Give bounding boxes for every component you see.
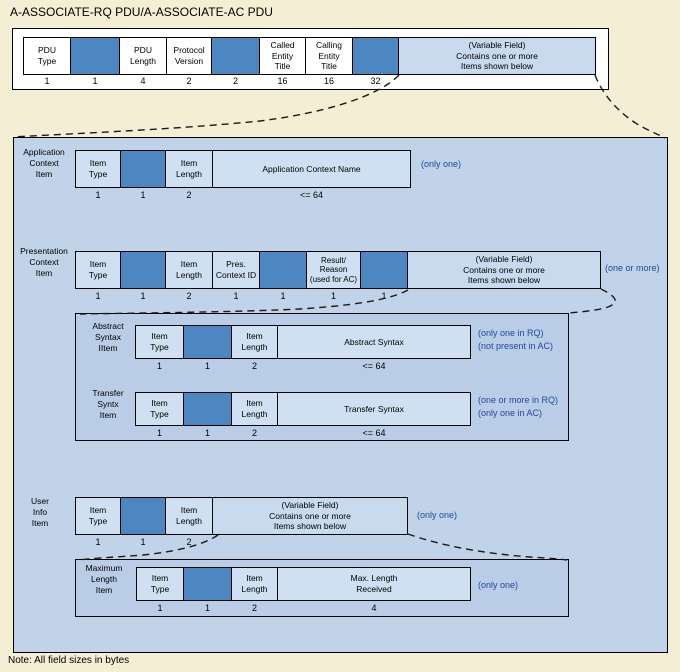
field-size-label: 2 bbox=[251, 428, 257, 438]
presentation-context-item-label: Presentation Context Item bbox=[20, 246, 68, 279]
max-length-received-cell: Max. Length Received bbox=[277, 567, 471, 601]
reserved-cell bbox=[120, 150, 166, 188]
field-size-label: 4 bbox=[140, 76, 146, 86]
item-length-cell: Item Length bbox=[231, 392, 278, 426]
called-entity-title-cell: Called Entity Title bbox=[259, 37, 306, 75]
field-size-label: 1 bbox=[156, 428, 162, 438]
field-size-label: 1 bbox=[204, 428, 210, 438]
field-size-label: 1 bbox=[140, 190, 146, 200]
item-type-cell: Item Type bbox=[75, 150, 121, 188]
cardinality-note: (one or more) bbox=[605, 263, 660, 273]
application-context-name-cell: Application Context Name bbox=[212, 150, 411, 188]
field-size-label: 1 bbox=[92, 76, 98, 86]
field-size-label: 16 bbox=[277, 76, 288, 86]
cardinality-note: (one or more in RQ) (only one in AC) bbox=[478, 395, 559, 419]
field-size-label: 1 bbox=[330, 291, 336, 301]
cardinality-note: (only one) bbox=[421, 159, 462, 169]
field-size-label: 1 bbox=[204, 361, 210, 371]
item-type-cell: Item Type bbox=[135, 325, 184, 359]
cardinality-note: (only one) bbox=[417, 510, 458, 520]
reserved-cell bbox=[183, 567, 232, 601]
field-size-label: 16 bbox=[323, 76, 334, 86]
field-size-label: 1 bbox=[233, 291, 239, 301]
item-type-cell: Item Type bbox=[135, 392, 184, 426]
item-length-cell: Item Length bbox=[165, 497, 213, 535]
field-size-label: 1 bbox=[204, 603, 210, 613]
item-length-cell: Item Length bbox=[231, 325, 278, 359]
field-size-label: 1 bbox=[95, 537, 101, 547]
field-size-label: 1 bbox=[157, 603, 163, 613]
field-size-label: 2 bbox=[251, 603, 257, 613]
page-title: A-ASSOCIATE-RQ PDU/A-ASSOCIATE-AC PDU bbox=[10, 5, 273, 19]
pres-context-id-cell: Pres. Context ID bbox=[212, 251, 260, 289]
field-size-label: 1 bbox=[156, 361, 162, 371]
transfer-syntax-cell: Transfer Syntax bbox=[277, 392, 471, 426]
abstract-syntax-cell: Abstract Syntax bbox=[277, 325, 471, 359]
abstract-syntax-item-label: Abstract Syntax IItem bbox=[92, 321, 124, 354]
item-length-cell: Item Length bbox=[231, 567, 278, 601]
application-context-item-label: Application Context Item bbox=[23, 147, 65, 180]
field-size-label: 2 bbox=[251, 361, 257, 371]
field-size-label: 1 bbox=[280, 291, 286, 301]
field-size-label: 2 bbox=[186, 190, 192, 200]
result-reason-cell: Result/ Reason (used for AC) bbox=[306, 251, 361, 289]
field-size-label: 32 bbox=[370, 76, 381, 86]
item-length-cell: Item Length bbox=[165, 251, 213, 289]
transfer-syntax-item-label: Transfer Syntx Item bbox=[92, 388, 124, 421]
protocol-version-cell: Protocol Version bbox=[166, 37, 212, 75]
item-type-cell: Item Type bbox=[136, 567, 184, 601]
calling-entity-title-cell: Calling Entity Title bbox=[305, 37, 353, 75]
field-size-label: <= 64 bbox=[299, 190, 324, 200]
pdu-type-cell: PDU Type bbox=[23, 37, 71, 75]
field-size-label: 2 bbox=[232, 76, 238, 86]
field-size-label: 1 bbox=[44, 76, 50, 86]
reserved-cell bbox=[183, 325, 232, 359]
field-size-label: 1 bbox=[95, 291, 101, 301]
pdu-length-cell: PDU Length bbox=[119, 37, 167, 75]
field-size-label: <= 64 bbox=[362, 428, 386, 438]
field-size-label: 1 bbox=[140, 537, 146, 547]
reserved-cell bbox=[259, 251, 307, 289]
field-size-label: 1 bbox=[95, 190, 101, 200]
field-size-label: 1 bbox=[381, 291, 387, 301]
reserved-cell bbox=[183, 392, 232, 426]
field-size-label: <= 64 bbox=[362, 361, 386, 371]
reserved-cell bbox=[352, 37, 399, 75]
field-size-label: 1 bbox=[140, 291, 146, 301]
cardinality-note: (only one) bbox=[478, 580, 519, 590]
reserved-cell bbox=[120, 251, 166, 289]
field-size-label: 2 bbox=[186, 291, 192, 301]
reserved-cell bbox=[360, 251, 408, 289]
reserved-cell bbox=[211, 37, 260, 75]
user-info-item-label: User Info Item bbox=[31, 496, 49, 529]
item-type-cell: Item Type bbox=[75, 251, 121, 289]
reserved-cell bbox=[70, 37, 120, 75]
reserved-cell bbox=[120, 497, 166, 535]
field-size-label: 2 bbox=[186, 537, 192, 547]
variable-field-cell: (Variable Field) Contains one or more It… bbox=[398, 37, 596, 75]
cardinality-note: (only one in RQ) (not present in AC) bbox=[478, 328, 554, 352]
field-size-label: 2 bbox=[186, 76, 192, 86]
note-text: Note: All field sizes in bytes bbox=[8, 655, 130, 666]
variable-field-cell: (Variable Field) Contains one or more It… bbox=[407, 251, 601, 289]
item-type-cell: Item Type bbox=[75, 497, 121, 535]
field-size-label: 4 bbox=[371, 603, 377, 613]
variable-field-cell: (Variable Field) Contains one or more It… bbox=[212, 497, 408, 535]
maximum-length-item-label: Maximum Length Item bbox=[85, 563, 123, 596]
item-length-cell: Item Length bbox=[165, 150, 213, 188]
